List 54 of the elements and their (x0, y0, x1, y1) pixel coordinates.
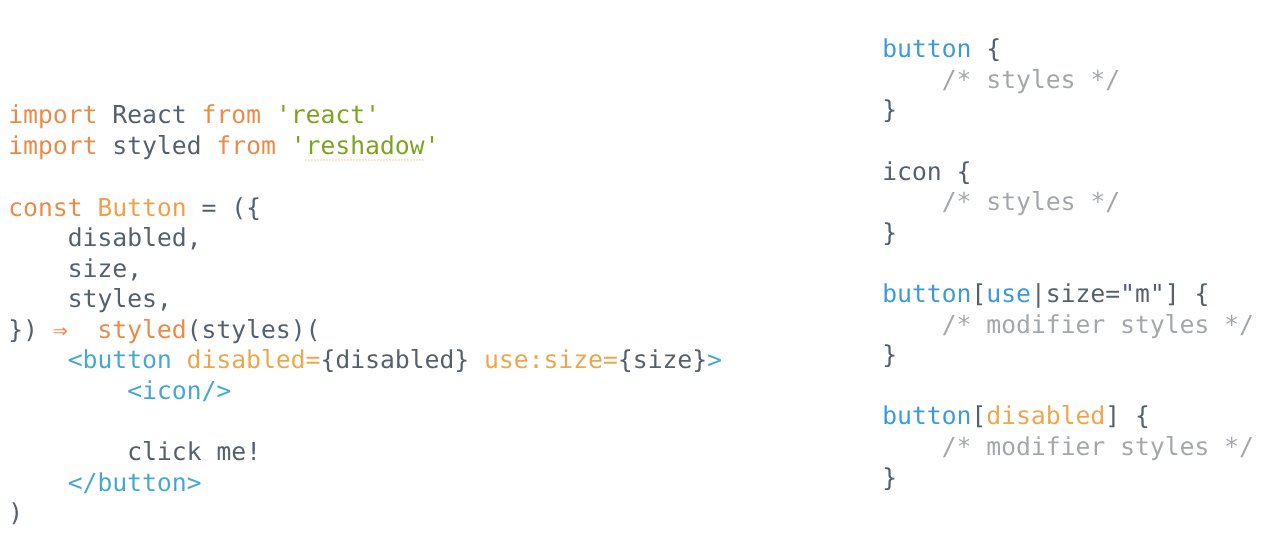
code-text: { (1197, 283, 1207, 307)
code-text: /* (942, 436, 970, 458)
code-text: Button (99, 198, 185, 217)
code-text: modifier styles */ (987, 314, 1253, 339)
code-text: { (959, 161, 969, 185)
code-text: import (10, 135, 95, 160)
code-text: button (884, 283, 970, 303)
code-text: } (884, 99, 895, 123)
code-text: <icon/> (128, 380, 231, 402)
code-text: ) (12, 502, 18, 525)
code-text: } (884, 467, 895, 490)
code-text: disabled= (188, 349, 320, 369)
code-text: {size} (620, 349, 705, 372)
code-text: 'reshadow' (297, 135, 433, 155)
code-text: import (10, 104, 95, 129)
code-text: 'react' (282, 105, 374, 124)
code-text: [ (977, 405, 983, 428)
code-text: click me! (129, 441, 255, 461)
code-text: ⇒ (53, 327, 67, 336)
code-text: styles, (70, 288, 167, 313)
code-text: use:size= (486, 349, 617, 369)
code-text: from (203, 104, 260, 124)
code-text: styled (100, 319, 185, 344)
code-text: styles */ (988, 69, 1119, 94)
code-text: /* (942, 191, 970, 213)
code-text: /* (942, 69, 970, 91)
code-text: disabled (987, 405, 1103, 425)
code-text: = ({ (202, 197, 259, 221)
code-text: |size="m"] (1037, 283, 1174, 308)
code-text: styled (114, 135, 200, 160)
code-text: }) (10, 319, 33, 343)
code-text: React (114, 105, 185, 124)
code-text: } (884, 344, 895, 368)
code-text: size, (70, 258, 137, 281)
code-text: { (988, 38, 999, 62)
code-text: /* (942, 314, 970, 336)
code-text: styles */ (988, 191, 1119, 216)
code-text: modifier styles */ (987, 436, 1253, 461)
code-text: } (884, 222, 895, 246)
code-text: from (218, 135, 275, 155)
code-text: const (10, 198, 81, 217)
code-text: > (708, 354, 721, 367)
code-text: <button (68, 349, 170, 369)
code-text: </button> (68, 472, 201, 494)
code-text: { (1137, 405, 1148, 428)
code-text: (styles)( (191, 319, 317, 344)
code-text: disabled, (69, 227, 196, 250)
code-text: use (988, 288, 1030, 303)
code-text: ] (1109, 405, 1115, 428)
code-text: button (884, 38, 970, 58)
code-text: {disabled} (323, 349, 467, 372)
code-text: icon (884, 161, 940, 181)
code-text: button (884, 405, 970, 425)
code-text: [ (977, 283, 983, 306)
